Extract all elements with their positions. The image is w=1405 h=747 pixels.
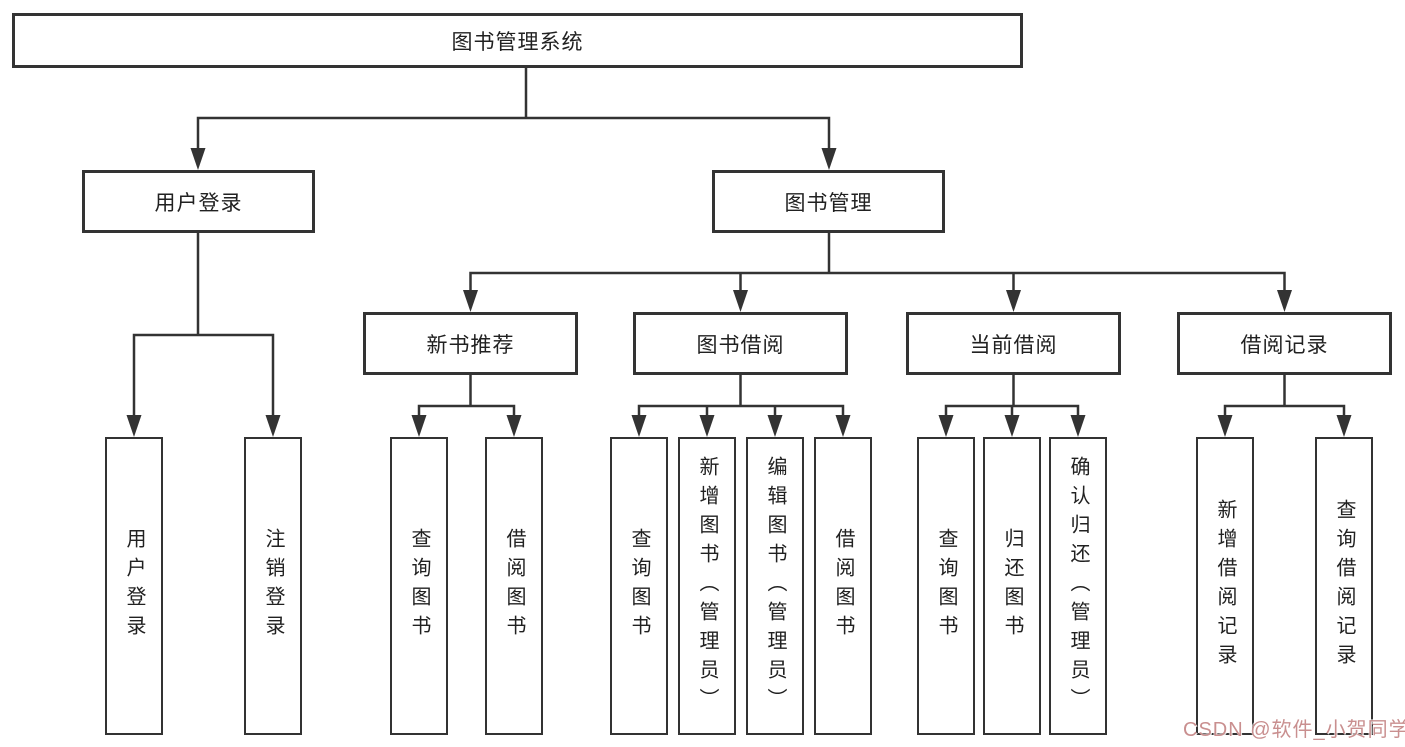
node-label: 确认归还（管理员）	[1067, 455, 1089, 717]
leaf-borrow-books: 借阅图书	[814, 437, 872, 735]
node-current-borrow: 当前借阅	[906, 312, 1121, 375]
node-label: 新书推荐	[426, 333, 515, 357]
node-borrow-records: 借阅记录	[1177, 312, 1392, 375]
csdn-watermark: CSDN @软件_小贺同学	[1183, 719, 1405, 741]
node-user-login: 用户登录	[82, 170, 315, 233]
leaf-logout: 注销登录	[244, 437, 302, 735]
leaf-query-books-borrow: 查询图书	[610, 437, 668, 735]
leaf-query-borrow-record: 查询借阅记录	[1315, 437, 1373, 735]
node-book-management: 图书管理	[712, 170, 945, 233]
node-label: 注销登录	[262, 528, 284, 644]
node-label: 图书借阅	[696, 333, 785, 357]
node-new-book-recommend: 新书推荐	[363, 312, 578, 375]
node-label: 归还图书	[1001, 528, 1023, 644]
node-label: 借阅图书	[832, 528, 854, 644]
leaf-user-login: 用户登录	[105, 437, 163, 735]
leaf-add-borrow-record: 新增借阅记录	[1196, 437, 1254, 735]
node-book-borrow: 图书借阅	[633, 312, 848, 375]
node-label: 图书管理系统	[451, 30, 584, 54]
leaf-borrow-books-recommend: 借阅图书	[485, 437, 543, 735]
node-label: 借阅记录	[1240, 333, 1329, 357]
leaf-confirm-return-admin: 确认归还（管理员）	[1049, 437, 1107, 735]
leaf-query-books-recommend: 查询图书	[390, 437, 448, 735]
node-label: 图书管理	[784, 191, 873, 215]
node-library-management-system: 图书管理系统	[12, 13, 1023, 68]
node-label: 当前借阅	[969, 333, 1058, 357]
leaf-edit-books-admin: 编辑图书（管理员）	[746, 437, 804, 735]
node-label: 查询图书	[935, 528, 957, 644]
node-label: 查询借阅记录	[1333, 499, 1355, 673]
node-label: 新增借阅记录	[1214, 499, 1236, 673]
node-label: 用户登录	[123, 528, 145, 644]
node-label: 借阅图书	[503, 528, 525, 644]
node-label: 查询图书	[408, 528, 430, 644]
node-label: 用户登录	[154, 191, 243, 215]
arrowhead-icons	[126, 148, 1352, 437]
node-label: 查询图书	[628, 528, 650, 644]
leaf-return-books: 归还图书	[983, 437, 1041, 735]
node-label: 编辑图书（管理员）	[764, 455, 786, 717]
leaf-add-books-admin: 新增图书（管理员）	[678, 437, 736, 735]
leaf-query-books-current: 查询图书	[917, 437, 975, 735]
node-label: 新增图书（管理员）	[696, 455, 718, 717]
